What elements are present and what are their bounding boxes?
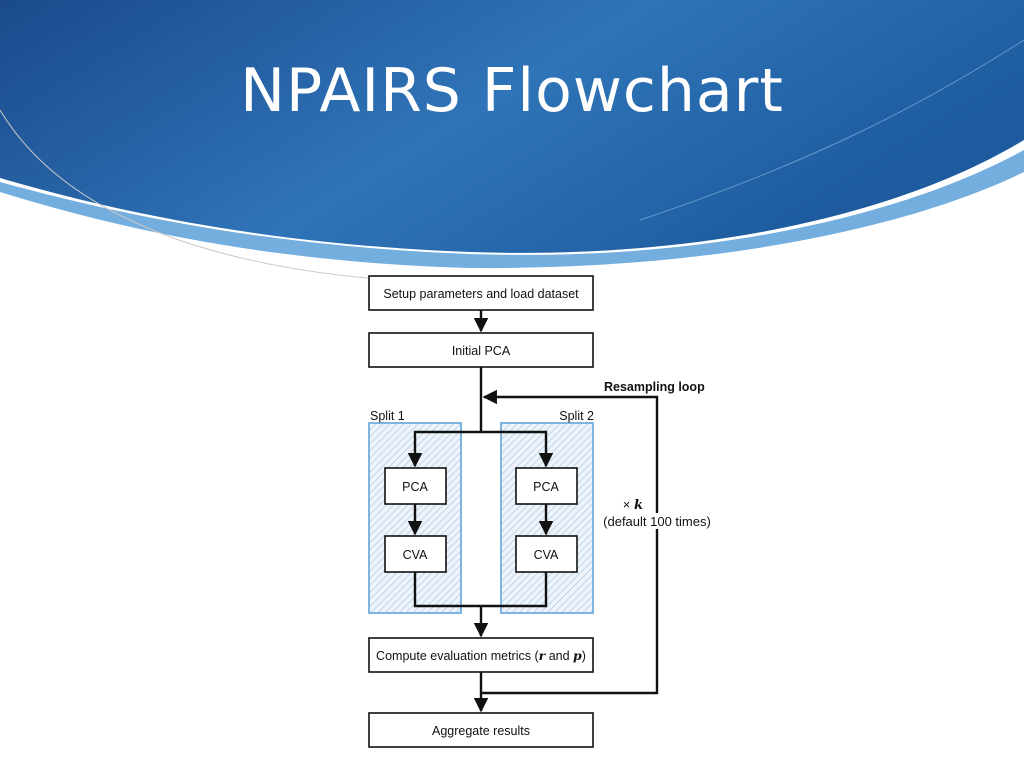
line-merge-split-2: [481, 572, 548, 608]
line-branch-split-1: [407, 430, 481, 468]
header-swoosh-highlight: [0, 150, 1024, 269]
header-background: [0, 0, 1024, 283]
times-symbol: ×: [623, 497, 634, 512]
step-aggregate-label: Aggregate results: [432, 724, 530, 738]
metrics-prefix: Compute evaluation metrics (: [376, 649, 539, 663]
split-1-label: Split 1: [370, 409, 405, 423]
step-initial-pca-label: Initial PCA: [452, 344, 511, 358]
line-resampling-loop: [481, 389, 659, 695]
loop-k: k: [634, 498, 643, 513]
header-thin-curve-right: [639, 39, 1024, 221]
split-2-pca-box: [515, 467, 578, 505]
split-2-cva-box: [515, 535, 578, 573]
metrics-suffix: ): [582, 649, 586, 663]
loop-label-backdrop: [598, 513, 716, 529]
header-thin-curve: [0, 109, 421, 283]
header-swoosh: [0, 0, 1024, 253]
split-1-pca-box: [384, 467, 447, 505]
split-1-pca-label: PCA: [402, 480, 428, 494]
step-initial-pca-box: [368, 332, 594, 368]
metric-r: r: [539, 648, 547, 663]
split-2-pca-label: PCA: [533, 480, 559, 494]
split-1-cva-box: [384, 535, 447, 573]
line-branch-split-2: [481, 430, 554, 468]
split-2-cva-label: CVA: [534, 548, 559, 562]
step-aggregate-box: [368, 712, 594, 748]
resampling-loop-label: Resampling loop: [604, 380, 705, 394]
line-merge-split-1: [413, 572, 481, 608]
metric-p: p: [573, 648, 582, 663]
slide-title: NPAIRS Flowchart: [240, 56, 784, 126]
step-setup-label: Setup parameters and load dataset: [383, 287, 579, 301]
loop-default-count: (default 100 times): [603, 514, 711, 529]
step-setup-box: [368, 275, 594, 311]
step-metrics-label: Compute evaluation metrics (r and p): [376, 648, 586, 663]
metrics-and: and: [545, 649, 573, 663]
split-1-cva-label: CVA: [403, 548, 428, 562]
split-2-label: Split 2: [559, 409, 594, 423]
step-metrics-box: [368, 637, 594, 673]
loop-multiplier: × k: [623, 497, 643, 513]
